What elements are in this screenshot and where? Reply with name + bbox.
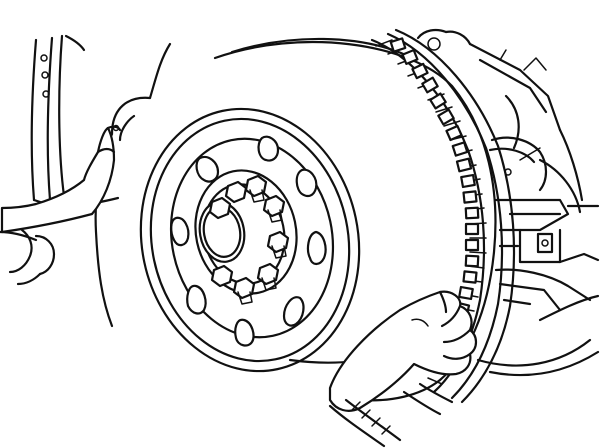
lug-nut [262, 194, 286, 223]
rim-slot [234, 318, 255, 347]
wheel-well-components [416, 28, 600, 377]
rim-slot [295, 168, 318, 198]
lower-tread [328, 382, 454, 448]
tire-outer-edge [213, 40, 497, 402]
lug-nuts [208, 174, 290, 305]
lug-nut [224, 180, 248, 204]
wheel-rim [139, 107, 361, 373]
lug-nut [232, 276, 256, 305]
right-hand [328, 290, 478, 412]
rim-slot [186, 284, 207, 315]
left-hand [0, 124, 122, 286]
lug-nut [210, 264, 234, 288]
rim-slot [170, 216, 190, 247]
lug-nut [266, 230, 290, 259]
rim-slot [306, 230, 327, 266]
rim-slots [170, 135, 327, 347]
lug-nut [256, 262, 280, 291]
rim-slot [195, 155, 220, 183]
rim-slot [282, 296, 305, 327]
lug-nut [244, 174, 268, 203]
rim-slot [257, 135, 280, 162]
lug-nut [208, 196, 232, 220]
